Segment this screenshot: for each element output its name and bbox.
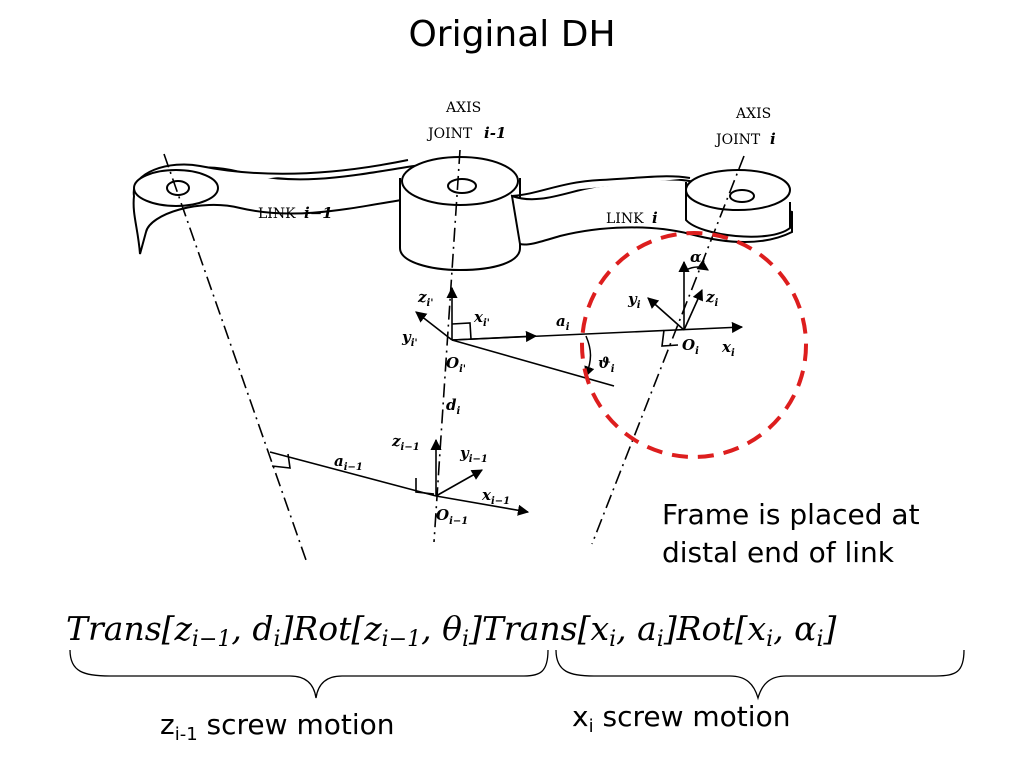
o-i-minus-1-label: Oi−1 [436, 506, 468, 527]
x-i-minus-1-label: xi−1 [481, 486, 510, 507]
note-line-1: Frame is placed at [662, 498, 920, 531]
axis-prev-label: AXIS [445, 100, 481, 116]
axis-joint-prev [433, 149, 461, 543]
common-normal-a-i [451, 321, 744, 341]
x-i-label: xi [721, 338, 735, 359]
brace-right-prefix: x [572, 700, 589, 733]
link-curr-top [511, 175, 691, 197]
frame-placement-note: Frame is placed at distal end of link [662, 496, 920, 572]
brace-left-prefix: z [160, 708, 175, 741]
axis-curr-label: AXIS [735, 106, 771, 122]
z-i-label: zi [705, 288, 719, 309]
brace-right [555, 649, 965, 701]
frame-i-prime [415, 286, 744, 387]
alpha-i-label: αi [690, 248, 706, 269]
slide-title: Original DH [408, 14, 616, 55]
highlight-circle [580, 231, 808, 459]
joint-axes [163, 149, 745, 561]
a-i-minus-1-label: ai−1 [334, 452, 363, 473]
brace-left-sub: i-1 [174, 724, 198, 745]
o-i-label: Oi [682, 336, 699, 357]
link-curr-label: LINK [606, 211, 644, 227]
formula: Trans[zi−1, di]Rot[zi−1, θi]Trans[xi, ai… [66, 609, 837, 652]
a-i-label: ai [556, 312, 570, 333]
joint-curr-label: JOINT [714, 132, 761, 148]
brace-right-label: xi screw motion [572, 700, 790, 737]
z-i-minus-1-label: zi−1 [391, 432, 420, 453]
link-prev-label: LINK [258, 206, 296, 222]
brace-right-suffix: screw motion [593, 700, 791, 733]
brace-left-suffix: screw motion [197, 708, 395, 741]
axis-joint-curr [591, 155, 745, 545]
d-i-label: di [446, 396, 461, 417]
joint-curr-index: i [770, 130, 776, 148]
link-curr-index: i [652, 209, 658, 227]
common-normal-a-i-minus-1 [269, 451, 437, 497]
x-i-prime-label: xi' [473, 308, 490, 329]
y-i-prime-label: yi' [401, 328, 418, 349]
brace-left-label: zi-1 screw motion [160, 708, 395, 745]
joint-prev-label: JOINT [426, 126, 473, 142]
brace-left [69, 649, 549, 699]
brace-right-sub: i [588, 716, 594, 737]
o-i-prime-label: Oi' [446, 354, 466, 375]
joint-prev-index: i-1 [484, 124, 506, 142]
boss-holes [166, 178, 755, 203]
frame-i [647, 259, 709, 347]
z-i-prime-label: zi' [417, 288, 433, 309]
link-prev-index: i−1 [304, 204, 333, 222]
y-i-minus-1-label: yi−1 [459, 444, 488, 465]
note-line-2: distal end of link [662, 536, 895, 569]
y-i-label: yi [627, 290, 641, 311]
frame-i-minus-1 [269, 438, 530, 516]
theta-i-label: ϑi [598, 354, 615, 375]
axis-joint-prev-prev [163, 153, 307, 561]
